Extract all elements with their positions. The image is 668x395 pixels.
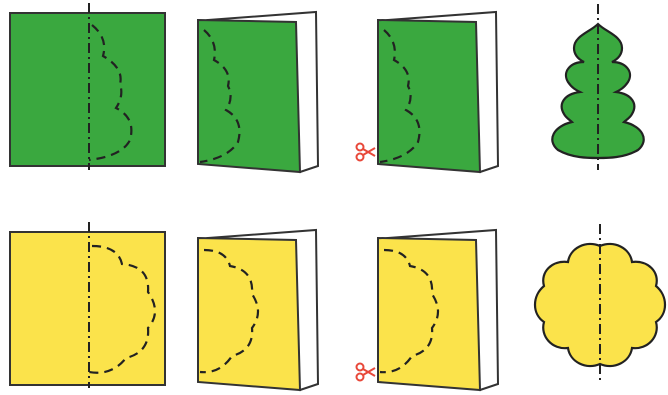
green-step-3-cutting [357, 12, 499, 172]
yellow-flat-paper [10, 232, 165, 385]
yellow-result-flower [535, 224, 665, 384]
yellow-flower-row [10, 222, 665, 390]
green-leaf-row [10, 3, 644, 172]
green-step-1-flat-sheet [10, 3, 165, 170]
yellow-step-3-cutting [357, 230, 499, 390]
scissors-icon [357, 364, 376, 381]
green-flat-paper [10, 13, 165, 166]
yellow-step-1-flat-sheet [10, 222, 165, 388]
green-result-leaf [552, 4, 643, 170]
scissors-icon [357, 144, 376, 161]
green-step-2-folded-sheet [198, 12, 318, 172]
yellow-front-page [198, 238, 300, 390]
yellow-step-2-folded-sheet [198, 230, 318, 390]
yellow-front-page-2 [378, 238, 480, 390]
